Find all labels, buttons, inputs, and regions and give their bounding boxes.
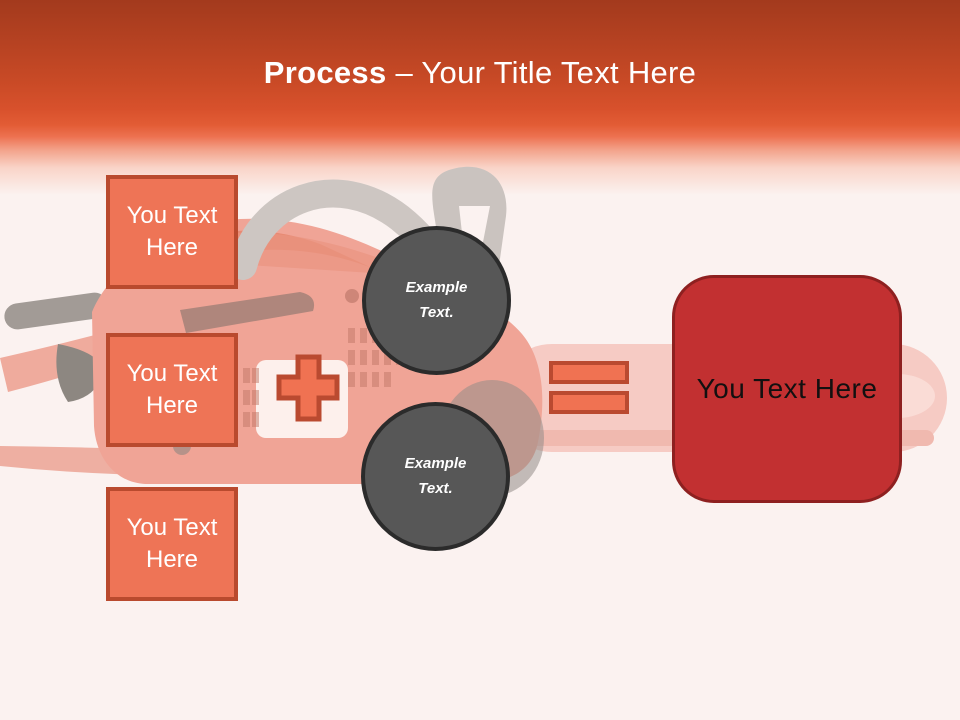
equals-icon: [549, 361, 629, 384]
equals-icon: [549, 391, 629, 414]
process-step-box-2[interactable]: You Text Here: [106, 333, 238, 447]
example-circle-1[interactable]: Example Text.: [362, 226, 511, 375]
step-label: You Text Here: [126, 359, 218, 419]
process-step-box-1[interactable]: You Text Here: [106, 175, 238, 289]
header-gradient-band: [0, 0, 960, 195]
example-label: Example Text.: [405, 278, 468, 321]
example-label: Example Text.: [404, 454, 467, 497]
example-circle-2[interactable]: Example Text.: [361, 402, 510, 551]
equals-operator: [549, 361, 629, 414]
step-label: You Text Here: [126, 513, 218, 573]
title-bold-text: Process: [263, 55, 387, 90]
plus-icon: [276, 354, 340, 422]
slide-title[interactable]: Process– Your Title Text Here: [0, 55, 960, 91]
plus-operator: [276, 354, 340, 422]
result-box[interactable]: You Text Here: [672, 275, 902, 503]
title-rest-text: – Your Title Text Here: [395, 55, 697, 90]
step-label: You Text Here: [126, 201, 218, 261]
process-step-box-3[interactable]: You Text Here: [106, 487, 238, 601]
result-label: You Text Here: [696, 373, 878, 404]
